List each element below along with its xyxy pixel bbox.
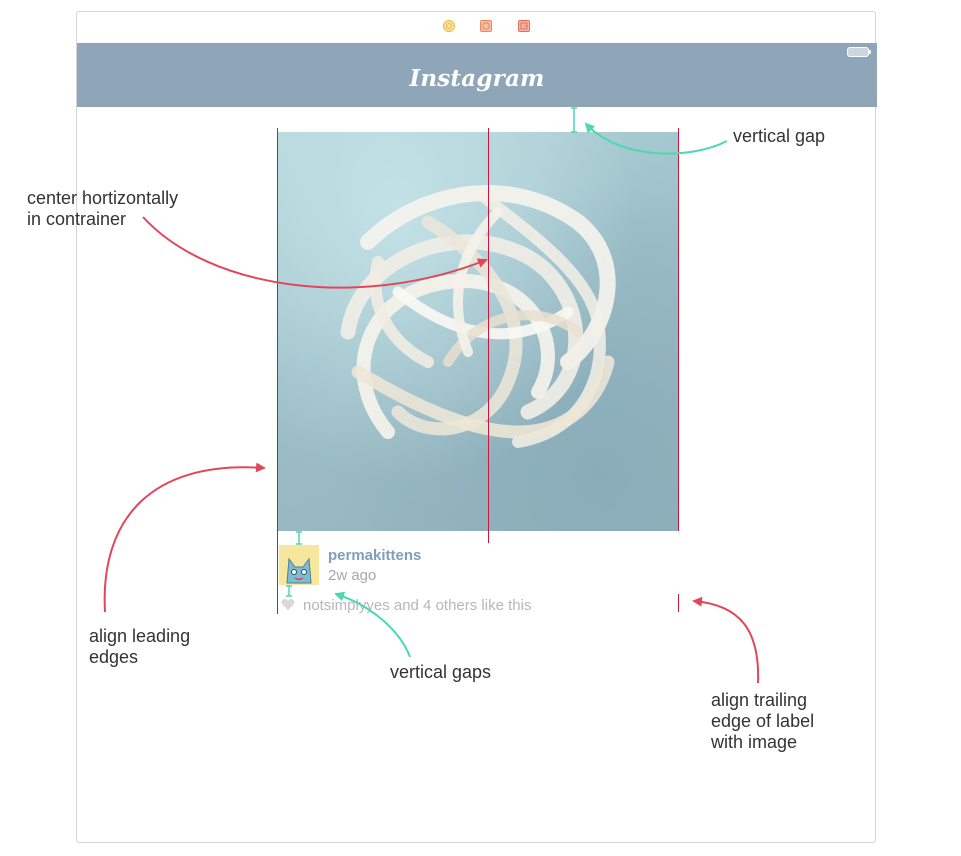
- align-leading-arrow: [103, 462, 266, 613]
- top-gap-marker: [571, 107, 577, 133]
- nav-title: Instagram: [409, 65, 545, 92]
- align-trailing-annotation: align trailing edge of label with image: [711, 690, 815, 752]
- center-x-guide: [488, 128, 489, 543]
- trailing-edge-guide: [678, 128, 679, 531]
- cat-avatar-graphic: [279, 545, 319, 585]
- align-leading-annotation: align leading edges: [89, 626, 191, 667]
- align-trailing-arrow: [692, 596, 760, 684]
- avatar-bottom-gap-marker: [286, 585, 292, 597]
- label-trailing-guide: [678, 594, 679, 612]
- exit-icon[interactable]: [518, 20, 530, 32]
- center-horizontally-arrow: [142, 216, 488, 289]
- first-responder-icon[interactable]: [480, 20, 492, 32]
- likes-label: notsimplyyes and 4 others like this: [303, 597, 532, 614]
- username-label[interactable]: permakittens: [328, 547, 422, 564]
- view-controller-icon[interactable]: [443, 20, 455, 32]
- center-horizontally-annotation: center hortizontally in contrainer: [27, 188, 179, 229]
- avatar: [279, 545, 319, 585]
- vertical-gaps-arrow: [334, 591, 411, 658]
- timestamp-label: 2w ago: [328, 567, 377, 584]
- avatar-top-gap-marker: [296, 531, 302, 545]
- vertical-gap-arrow: [584, 122, 728, 155]
- battery-icon: [847, 47, 871, 57]
- navigation-bar: Instagram: [77, 43, 877, 107]
- post-image: [278, 132, 678, 531]
- scene-dock: [77, 12, 875, 43]
- heart-icon[interactable]: [281, 598, 295, 611]
- vertical-gaps-annotation: vertical gaps: [390, 662, 492, 682]
- vertical-gap-annotation: vertical gap: [733, 126, 826, 146]
- leading-edge-guide: [277, 128, 278, 614]
- paper-strips-graphic: [278, 132, 678, 531]
